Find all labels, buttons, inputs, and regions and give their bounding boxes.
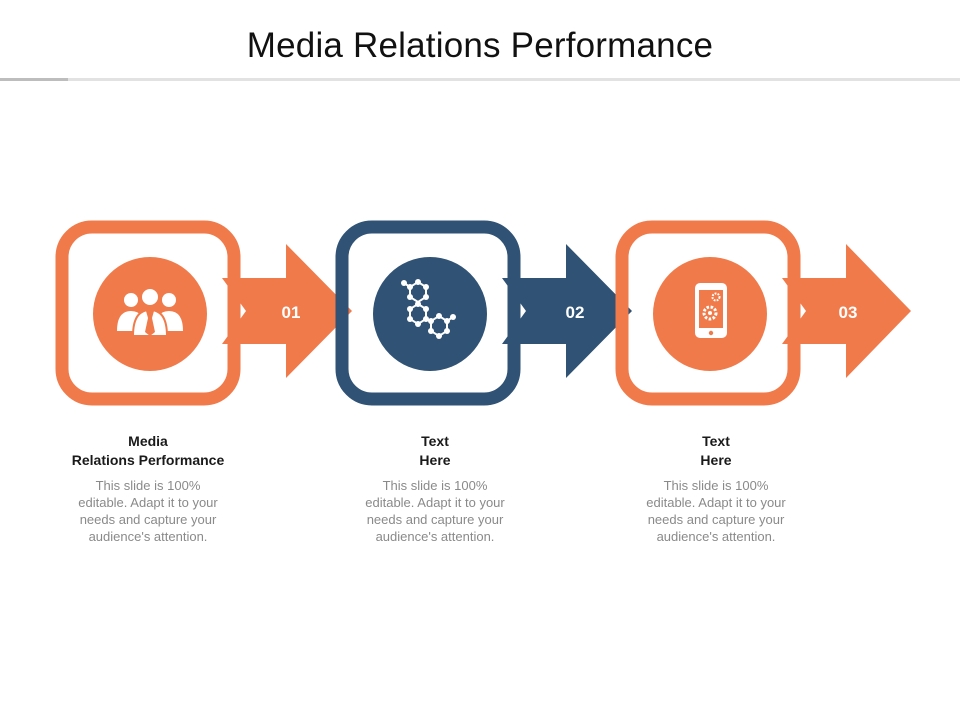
step-3-number: 03 <box>839 303 858 322</box>
step-3-heading-line1: Text <box>702 433 730 449</box>
title-divider <box>0 78 960 81</box>
step-2-heading-line2: Here <box>419 452 451 468</box>
step-1-description-line: needs and capture your <box>79 512 217 527</box>
step-3-description-line: needs and capture your <box>647 512 785 527</box>
step-3-description-line: editable. Adapt it to your <box>646 495 786 510</box>
molecule-network-icon <box>401 279 456 339</box>
page-title: Media Relations Performance <box>246 26 714 65</box>
mobile-settings-icon <box>695 283 727 338</box>
title-divider-accent <box>0 78 68 81</box>
step-2-heading-line1: Text <box>421 433 449 449</box>
step-1-number: 01 <box>282 303 301 322</box>
step-3-arrow <box>782 244 911 378</box>
step-3-description-line: This slide is 100% <box>663 478 769 493</box>
step-2-description-line: audience's attention. <box>375 529 495 544</box>
step-2-arrow <box>502 244 632 378</box>
step-2-description: This slide is 100% editable. Adapt it to… <box>335 477 535 545</box>
step-2-number: 02 <box>566 303 585 322</box>
step-2-heading: Text Here <box>335 432 535 470</box>
step-1-description-line: audience's attention. <box>88 529 208 544</box>
step-1-arrow <box>222 244 352 378</box>
step-1-frame <box>55 220 241 406</box>
step-1-description-line: This slide is 100% <box>95 478 201 493</box>
step-3-description-line: audience's attention. <box>656 529 776 544</box>
step-2-icon-circle <box>373 257 487 371</box>
step-2-description-line: This slide is 100% <box>382 478 488 493</box>
step-1: 01 <box>55 220 352 406</box>
step-3: 03 <box>615 220 911 406</box>
step-1-heading: Media Relations Performance <box>48 432 248 470</box>
step-3-heading-line2: Here <box>700 452 732 468</box>
step-3-heading: Text Here <box>616 432 816 470</box>
step-1-heading-line1: Media <box>128 433 168 449</box>
step-2-description-line: editable. Adapt it to your <box>365 495 505 510</box>
step-3-frame <box>615 220 801 406</box>
step-2-description-line: needs and capture your <box>366 512 504 527</box>
people-group-icon <box>117 287 183 337</box>
step-1-description-line: editable. Adapt it to your <box>78 495 218 510</box>
step-2: 02 <box>335 220 632 406</box>
step-1-description: This slide is 100% editable. Adapt it to… <box>48 477 248 545</box>
step-1-heading-line2: Relations Performance <box>71 452 225 468</box>
step-3-description: This slide is 100% editable. Adapt it to… <box>616 477 816 545</box>
step-2-frame <box>335 220 521 406</box>
